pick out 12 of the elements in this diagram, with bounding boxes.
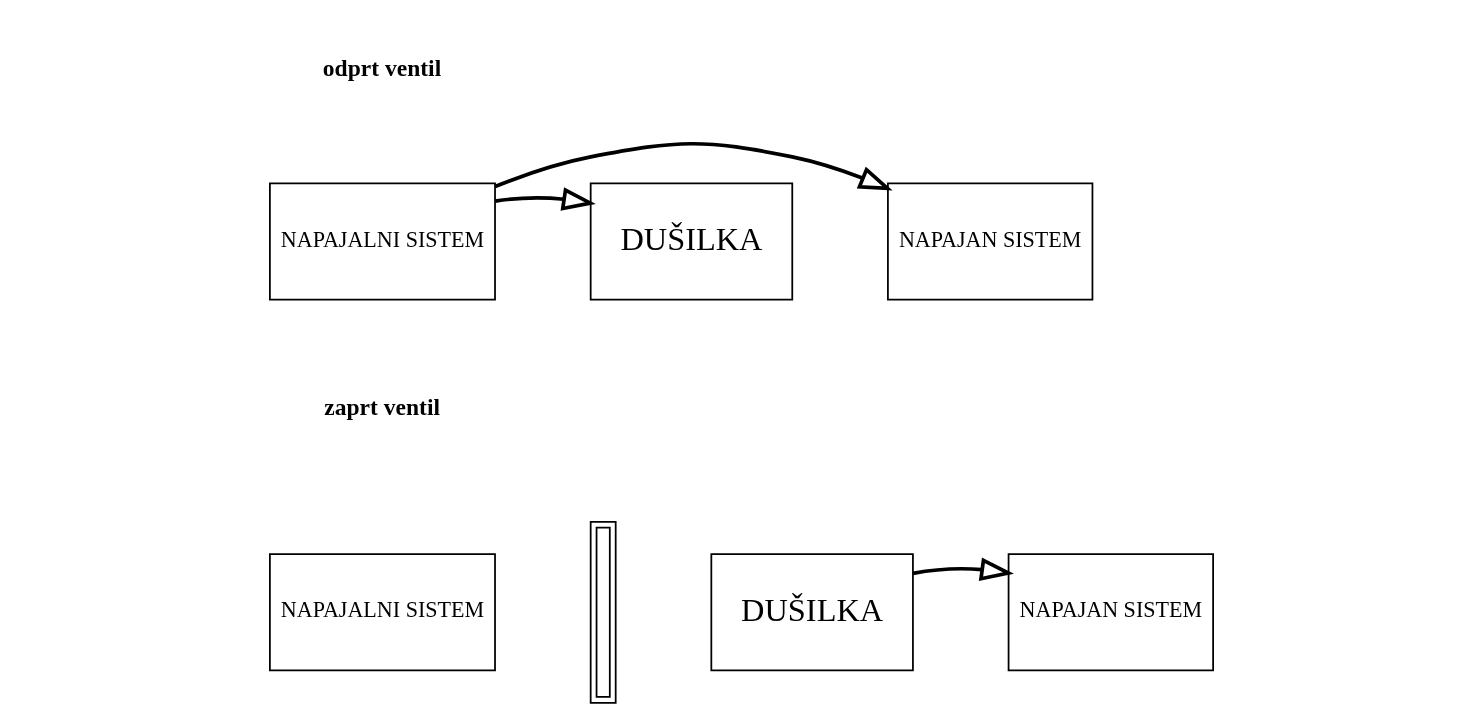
label: odprt ventil [322,55,442,82]
node-box: DUŠILKA [589,182,794,301]
node-box: DUŠILKA [710,553,914,672]
node-box: NAPAJAN SISTEM [1007,553,1214,672]
node-bar [589,520,617,704]
arrow [495,187,596,211]
node-box: NAPAJALNI SISTEM [269,553,496,672]
arrow [912,557,1014,582]
node-box: NAPAJALNI SISTEM [269,182,496,301]
label: zaprt ventil [324,393,440,420]
node-box: NAPAJAN SISTEM [887,182,1094,301]
arrow [494,141,893,191]
